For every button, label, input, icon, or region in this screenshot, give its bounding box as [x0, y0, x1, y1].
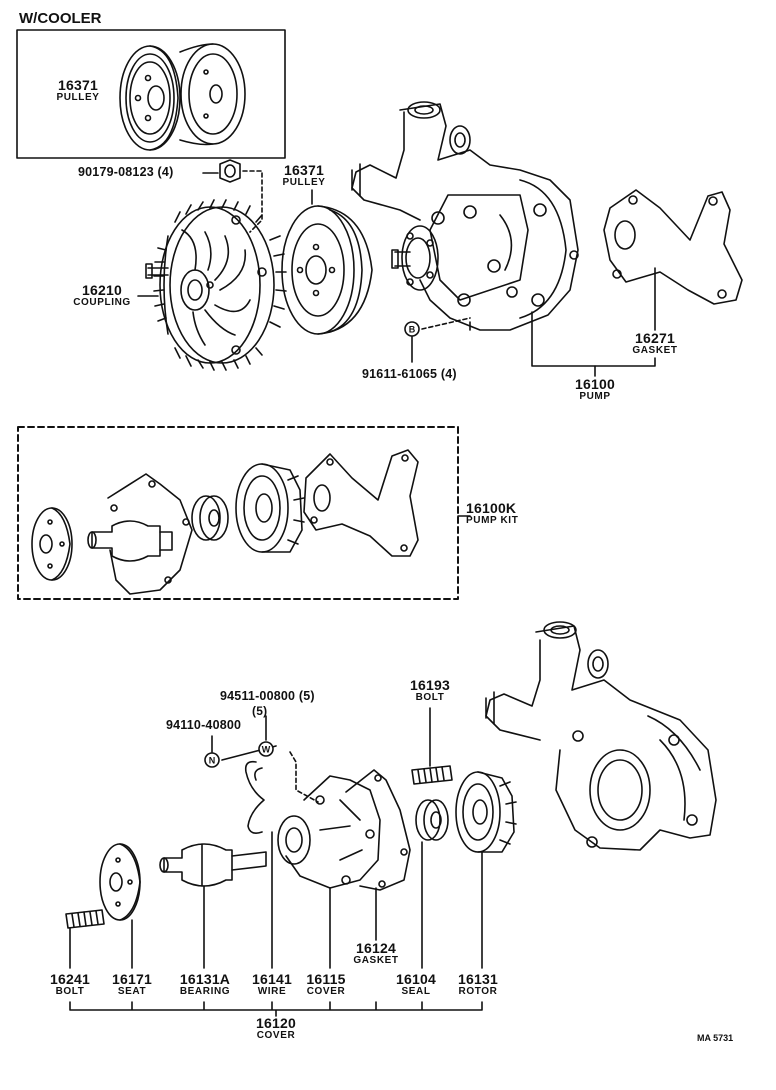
label-bolt16193-name: BOLT	[415, 692, 445, 703]
fan-coupling	[145, 199, 287, 371]
bearing	[159, 843, 267, 887]
callout-n-text: N	[209, 756, 216, 766]
label-gasket2-name: GASKET	[353, 955, 399, 966]
wire-clip	[244, 760, 265, 834]
seat	[99, 843, 141, 921]
label-pulley-num: 16371	[284, 162, 324, 178]
header-wcooler: W/COOLER	[19, 10, 102, 27]
label-pumpkit-num: 16100K	[466, 500, 517, 516]
nut-90179	[219, 159, 241, 183]
label-washer-num: 94511-00800 (5)	[220, 689, 315, 703]
label-pump-num: 16100	[575, 376, 615, 392]
label-rotor-num: 16131	[458, 971, 498, 987]
pump-cover	[277, 775, 381, 889]
kit-bearing	[87, 520, 173, 562]
leader-cover-dash	[289, 751, 319, 803]
label-pump-name: PUMP	[579, 391, 611, 402]
label-gasket-num: 16271	[635, 330, 675, 346]
callout-b	[404, 321, 420, 337]
label-bolt16241-num: 16241	[50, 971, 90, 987]
label-bearing-name: BEARING	[179, 986, 231, 997]
label-bolt-b-num: 91611-61065 (4)	[362, 367, 457, 381]
label-rotor-name: ROTOR	[458, 986, 498, 997]
pump-bracket	[531, 311, 656, 367]
label-wire-num: 16141	[252, 971, 292, 987]
rotor	[455, 771, 517, 853]
label-cover-num: 16115	[306, 971, 346, 987]
label-seal-num: 16104	[396, 971, 436, 987]
label-coupling-num: 16210	[82, 282, 122, 298]
callout-n	[204, 752, 220, 768]
label-bearing-num: 16131A	[179, 971, 231, 987]
label-seat-num: 16171	[112, 971, 152, 987]
lower-pump-body	[485, 621, 717, 851]
callout-w-text: W	[262, 745, 271, 755]
callout-b-text: B	[409, 325, 416, 335]
label-bolt16241-name: BOLT	[55, 986, 85, 997]
label-cover-assy-name: COVER	[256, 1030, 296, 1041]
leader-bolt-b	[421, 317, 471, 330]
water-pump	[351, 101, 579, 331]
bottom-bracket	[69, 1001, 483, 1017]
pump-gasket	[603, 189, 743, 305]
label-seat-name: SEAT	[117, 986, 147, 997]
pulley	[281, 205, 373, 335]
stud-bolt-16241	[65, 909, 105, 929]
kit-seal	[191, 495, 229, 541]
label-cover-assy-num: 16120	[256, 1015, 296, 1031]
leaders-bottom	[69, 831, 483, 969]
label-bolt16193-num: 16193	[410, 677, 450, 693]
label-washer-sub: (5)	[252, 704, 268, 718]
kit-cover	[107, 473, 193, 595]
label-nut-num: 90179-08123 (4)	[78, 165, 174, 179]
stud-bolt-16193	[411, 765, 453, 785]
cooler-pulley	[119, 43, 246, 151]
cover-gasket	[345, 769, 411, 891]
pumpkit-box	[17, 426, 459, 600]
kit-gasket	[303, 449, 419, 557]
drawing-code: MA 5731	[697, 1033, 734, 1043]
label-gasket2-num: 16124	[356, 940, 396, 956]
label-wire-name: WIRE	[257, 986, 287, 997]
label-cover-name: COVER	[306, 986, 346, 997]
kit-seat	[31, 507, 73, 581]
callout-w	[258, 741, 274, 757]
label-pulley-cooler-num: 16371	[58, 77, 98, 93]
label-seal-name: SEAL	[401, 986, 431, 997]
label-nut2-num: 94110-40800	[166, 718, 242, 732]
label-coupling-name: COUPLING	[73, 297, 131, 308]
kit-rotor	[235, 463, 305, 553]
label-pulley-name: PULLEY	[282, 177, 326, 188]
label-pulley-cooler-name: PULLEY	[56, 92, 100, 103]
label-gasket-name: GASKET	[632, 345, 678, 356]
label-pumpkit-name: PUMP KIT	[466, 515, 519, 526]
cooler-box	[16, 29, 286, 159]
seal	[415, 799, 449, 841]
